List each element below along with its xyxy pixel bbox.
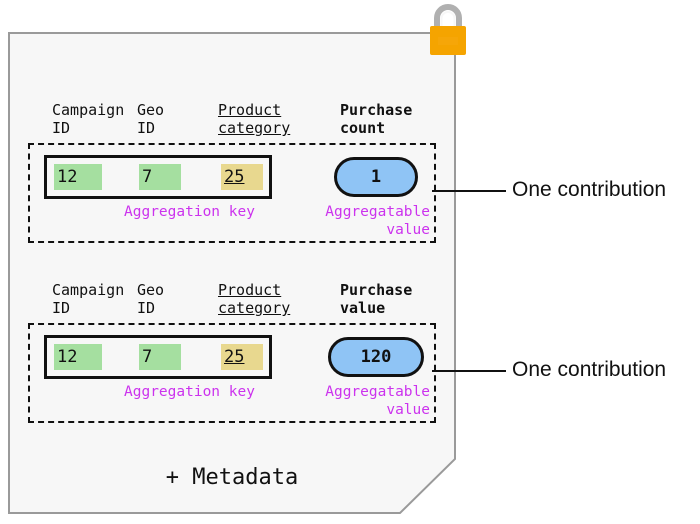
aggregatable-value-pill-1: 1 <box>334 157 418 197</box>
product-category-text-1: Product category <box>218 101 291 137</box>
padlock-icon <box>430 4 466 55</box>
cell-campaign-id-1-value: 12 <box>57 167 78 187</box>
cell-geo-id-2-value: 7 <box>142 347 153 367</box>
metadata-footer-label: + Metadata <box>165 465 299 490</box>
aggregatable-value-pill-2: 120 <box>328 337 424 377</box>
leader-line-1 <box>432 190 506 192</box>
column-header-product-category-2: Product category <box>218 281 290 317</box>
cell-product-category-2-value: 25 <box>224 347 245 367</box>
column-header-purchase-count: Purchase count <box>340 101 413 137</box>
callout-one-contribution-1: One contribution <box>512 178 667 201</box>
cell-product-category-2: 25 <box>221 344 263 370</box>
column-header-purchase-value: Purchase value <box>340 281 413 317</box>
contribution-group-1 <box>28 143 436 243</box>
cell-geo-id-1: 7 <box>139 164 181 190</box>
cell-product-category-1-value: 25 <box>224 167 245 187</box>
column-header-product-category-1: Product category <box>218 101 290 137</box>
cell-campaign-id-2-value: 12 <box>57 347 78 367</box>
aggregatable-value-label-2: Aggregatable value <box>325 384 430 418</box>
cell-product-category-1: 25 <box>221 164 263 190</box>
aggregatable-value-label-1: Aggregatable value <box>325 204 430 238</box>
aggregation-key-label-2: Aggregation key <box>124 384 255 400</box>
product-category-text-2: Product category <box>218 281 291 317</box>
leader-line-2 <box>432 370 506 372</box>
cell-geo-id-1-value: 7 <box>142 167 153 187</box>
cell-campaign-id-2: 12 <box>54 344 102 370</box>
column-header-campaign-id-1: Campaign ID <box>52 101 125 137</box>
column-header-campaign-id-2: Campaign ID <box>52 281 125 317</box>
column-header-geo-id-2: Geo ID <box>137 281 165 317</box>
cell-campaign-id-1: 12 <box>54 164 102 190</box>
cell-geo-id-2: 7 <box>139 344 181 370</box>
contribution-group-2 <box>28 323 436 423</box>
column-header-geo-id-1: Geo ID <box>137 101 165 137</box>
aggregation-key-label-1: Aggregation key <box>124 204 255 220</box>
callout-one-contribution-2: One contribution <box>512 358 667 381</box>
